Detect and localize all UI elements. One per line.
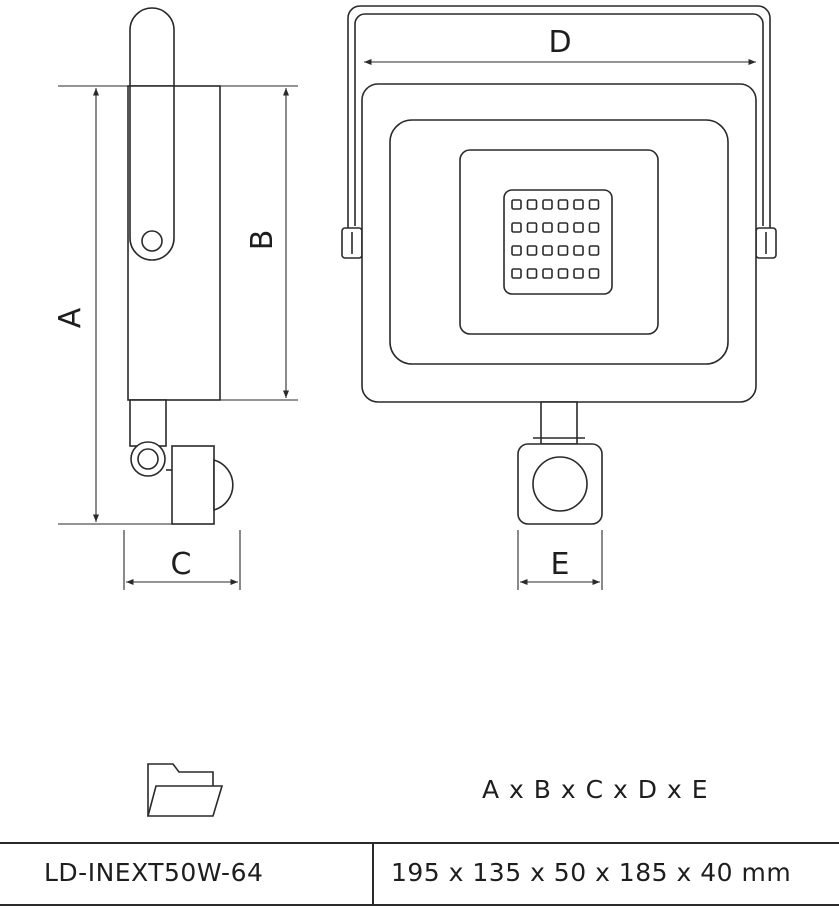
led-diode bbox=[588, 268, 600, 279]
led-diode bbox=[573, 199, 584, 210]
table-bottom-rule bbox=[0, 904, 839, 906]
led-diode bbox=[588, 245, 600, 256]
side-sensor-dome bbox=[213, 458, 234, 512]
side-view bbox=[127, 7, 234, 525]
led-diode bbox=[511, 199, 522, 210]
front-diffuser bbox=[459, 149, 659, 335]
side-sensor-joint-inner bbox=[137, 448, 159, 470]
front-u-bracket-inner bbox=[354, 13, 764, 226]
dimension-d: D bbox=[364, 25, 756, 66]
led-diode bbox=[526, 268, 538, 279]
dimensions-values: 195 x 135 x 50 x 185 x 40 mm bbox=[391, 858, 792, 887]
dimension-c: C bbox=[123, 530, 241, 590]
led-diode bbox=[511, 222, 522, 233]
led-diode bbox=[588, 222, 600, 233]
led-diode bbox=[588, 199, 600, 210]
dimension-label-a: A bbox=[53, 307, 88, 328]
front-sensor-neck bbox=[540, 401, 578, 445]
dimension-label-d: D bbox=[548, 25, 571, 60]
dimension-label-e: E bbox=[551, 547, 570, 582]
dimension-label-c: C bbox=[171, 547, 192, 582]
front-view bbox=[341, 5, 777, 525]
side-sensor-neck bbox=[129, 399, 167, 447]
led-diode bbox=[526, 199, 538, 210]
led-diode bbox=[511, 268, 522, 279]
led-diode bbox=[573, 245, 584, 256]
front-sensor-lens bbox=[532, 456, 588, 512]
table-column-divider bbox=[372, 842, 374, 905]
led-diode bbox=[526, 222, 538, 233]
led-diode bbox=[542, 268, 553, 279]
led-diode bbox=[526, 245, 538, 256]
dimension-label-b: B bbox=[245, 230, 280, 251]
dimension-b: B bbox=[220, 85, 298, 401]
model-code: LD-INEXT50W-64 bbox=[44, 858, 264, 887]
front-u-bracket bbox=[347, 5, 771, 232]
folder-icon bbox=[146, 763, 224, 817]
led-diode bbox=[542, 222, 553, 233]
side-sensor-housing bbox=[171, 445, 215, 525]
table-top-rule bbox=[0, 842, 839, 844]
led-grid bbox=[511, 199, 600, 279]
side-sensor-joint bbox=[130, 441, 166, 477]
side-bracket-pivot bbox=[141, 230, 163, 252]
led-diode bbox=[542, 245, 553, 256]
dimension-e: E bbox=[517, 530, 603, 590]
dimension-a: A bbox=[53, 85, 172, 525]
led-diode bbox=[573, 268, 584, 279]
front-sensor-housing bbox=[517, 443, 603, 525]
led-diode bbox=[557, 268, 569, 279]
front-housing bbox=[361, 83, 757, 403]
dimensions-formula: A x B x C x D x E bbox=[482, 775, 709, 804]
front-led-chip bbox=[503, 189, 613, 295]
led-diode bbox=[557, 222, 569, 233]
led-diode bbox=[542, 199, 553, 210]
side-bracket-lower bbox=[129, 85, 175, 261]
led-diode bbox=[557, 199, 569, 210]
led-diode bbox=[573, 222, 584, 233]
front-inner-frame bbox=[389, 119, 729, 365]
led-diode bbox=[511, 245, 522, 256]
led-diode bbox=[557, 245, 569, 256]
